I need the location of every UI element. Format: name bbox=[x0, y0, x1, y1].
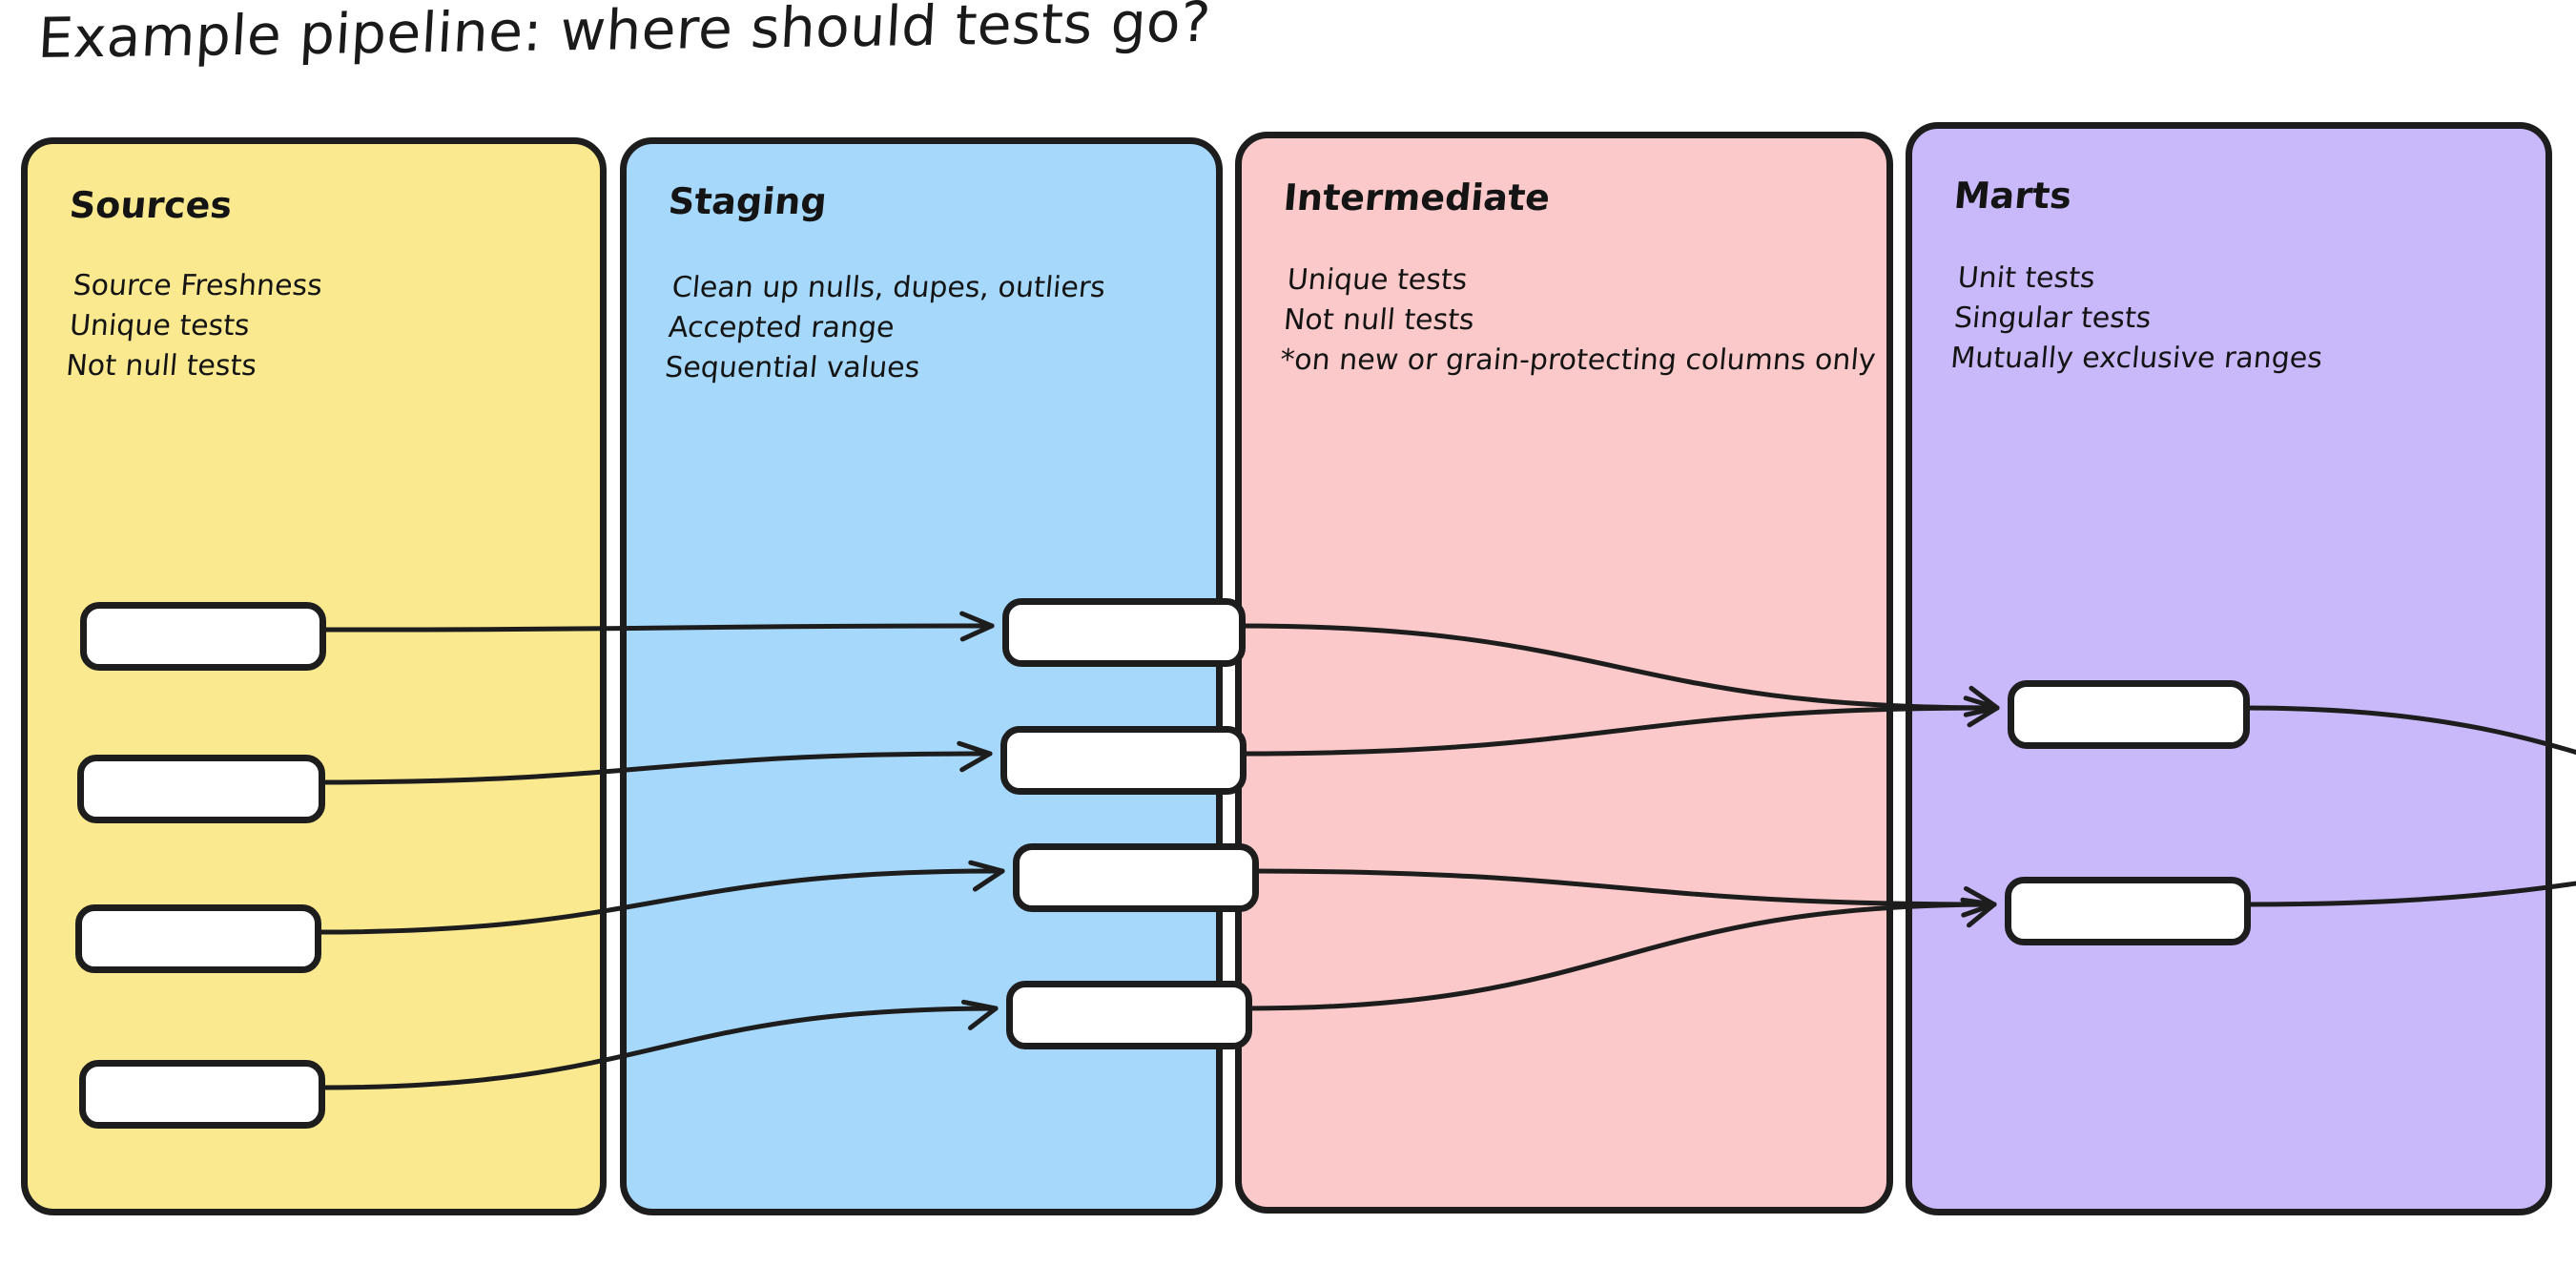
model-node-staging-0[interactable] bbox=[1002, 598, 1246, 667]
note-line: Unique tests bbox=[1286, 260, 1885, 301]
lane-title-staging: Staging bbox=[667, 180, 829, 222]
model-node-staging-2[interactable] bbox=[1013, 843, 1259, 912]
note-line: *on new or grain-protecting columns only bbox=[1278, 341, 1877, 381]
lane-title-marts: Marts bbox=[1952, 175, 2073, 217]
lane-notes-intermediate: Unique tests Not null tests *on new or g… bbox=[1278, 260, 1884, 381]
lane-notes-marts: Unit tests Singular tests Mutually exclu… bbox=[1948, 259, 2331, 379]
model-node-intermediate-1[interactable] bbox=[2005, 877, 2251, 945]
note-line: Unit tests bbox=[1956, 259, 2331, 299]
note-line: Not null tests bbox=[1282, 301, 1881, 341]
model-node-sources-2[interactable] bbox=[75, 904, 321, 973]
model-node-intermediate-0[interactable] bbox=[2008, 680, 2250, 749]
model-node-staging-3[interactable] bbox=[1006, 981, 1252, 1049]
model-node-staging-1[interactable] bbox=[1000, 726, 1247, 795]
note-line: Not null tests bbox=[64, 346, 317, 386]
note-line: Singular tests bbox=[1952, 299, 2327, 339]
lane-notes-staging: Clean up nulls, dupes, outliers Accepted… bbox=[663, 268, 1106, 388]
note-line: Accepted range bbox=[667, 308, 1103, 348]
lane-marts: Marts Unit tests Singular tests Mutually… bbox=[1906, 122, 2552, 1215]
note-line: Mutually exclusive ranges bbox=[1948, 339, 2323, 379]
note-line: Source Freshness bbox=[72, 266, 324, 306]
model-node-sources-1[interactable] bbox=[77, 755, 325, 823]
note-line: Unique tests bbox=[68, 306, 320, 346]
lane-notes-sources: Source Freshness Unique tests Not null t… bbox=[64, 266, 323, 386]
page-title: Example pipeline: where should tests go? bbox=[36, 0, 1212, 71]
lane-sources: Sources Source Freshness Unique tests No… bbox=[21, 137, 607, 1215]
model-node-sources-3[interactable] bbox=[79, 1060, 325, 1129]
lane-title-intermediate: Intermediate bbox=[1282, 176, 1552, 218]
note-line: Clean up nulls, dupes, outliers bbox=[670, 268, 1107, 308]
note-line: Sequential values bbox=[663, 348, 1100, 388]
lane-title-sources: Sources bbox=[68, 184, 234, 226]
lane-staging: Staging Clean up nulls, dupes, outliers … bbox=[620, 137, 1223, 1215]
lane-intermediate: Intermediate Unique tests Not null tests… bbox=[1235, 132, 1893, 1214]
model-node-sources-0[interactable] bbox=[80, 602, 326, 671]
